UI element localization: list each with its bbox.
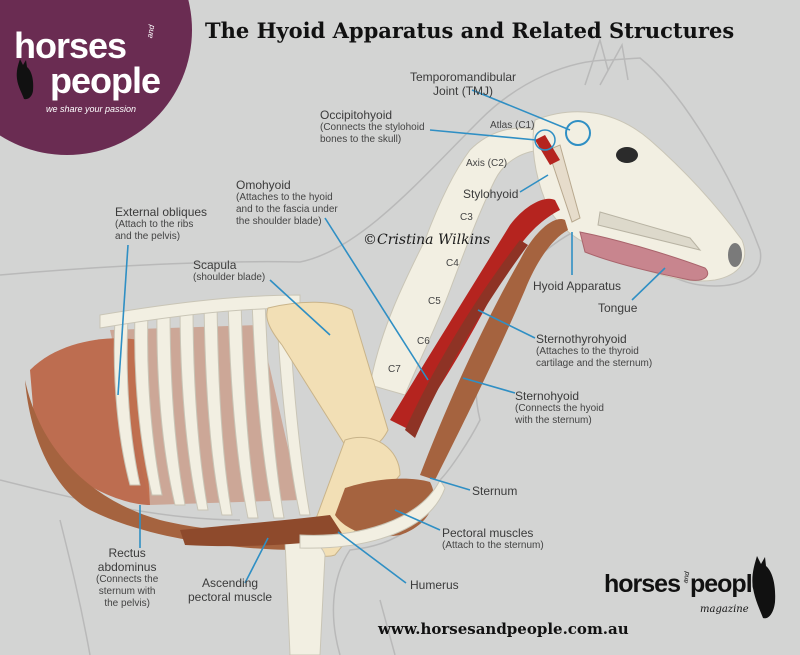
magazine-logo-word-horses: horses	[604, 570, 681, 598]
label-ascending-pectoral: Ascending pectoral muscle	[188, 576, 272, 604]
label-rectus-abdominus-sub3: the pelvis)	[104, 598, 150, 609]
label-external-obliques-sub2: and the pelvis)	[115, 231, 181, 242]
label-stylohyoid-title: Stylohyoid	[463, 187, 519, 201]
tmj-circle	[565, 120, 591, 146]
label-tmj-title: Temporomandibular	[410, 70, 517, 84]
label-axis-title: Axis (C2)	[466, 158, 508, 169]
label-rectus-abdominus: Rectus abdominus (Connects the sternum w…	[96, 546, 158, 610]
pointer-stylohyoid	[519, 174, 549, 193]
label-external-obliques-title: External obliques	[115, 205, 208, 219]
logo-word-people: people	[50, 60, 161, 101]
label-omohyoid-sub1: (Attaches to the hyoid	[236, 192, 333, 203]
label-omohyoid-title: Omohyoid	[236, 178, 291, 192]
label-sternum: Sternum	[472, 484, 517, 498]
label-hyoid-apparatus: Hyoid Apparatus	[533, 279, 621, 293]
sternum-bone	[299, 478, 446, 549]
illustrator-credit: ©Cristina Wilkins	[363, 232, 491, 248]
upper-teeth	[597, 211, 702, 251]
label-occipitohyoid: Occipitohyoid (Connects the stylohoid bo…	[320, 108, 425, 146]
label-hyoid-apparatus-title: Hyoid Apparatus	[533, 279, 622, 293]
vertebra-label-c6: C6	[417, 336, 430, 347]
pointer-sternum	[429, 477, 471, 491]
label-omohyoid-sub3: the shoulder blade)	[236, 216, 322, 227]
label-scapula-sub1: (shoulder blade)	[193, 272, 266, 283]
label-tmj: Temporomandibular Joint (TMJ)	[410, 70, 516, 98]
label-humerus-title: Humerus	[410, 578, 459, 592]
pointer-occipitohyoid	[429, 129, 537, 141]
magazine-logo-sub: magazine	[700, 604, 749, 615]
label-pectoral-muscles: Pectoral muscles (Attach to the sternum)	[442, 526, 544, 552]
label-scapula: Scapula (shoulder blade)	[193, 258, 265, 284]
ear-outline	[584, 37, 629, 86]
label-sternohyoid-sub2: with the sternum)	[515, 415, 592, 426]
label-sternum-title: Sternum	[472, 484, 518, 498]
website-link[interactable]: www.horsesandpeople.com.au	[378, 620, 629, 638]
label-tongue-title: Tongue	[598, 301, 638, 315]
omohyoid-muscle	[405, 240, 528, 438]
label-ascending-pectoral-title: Ascending	[202, 576, 259, 590]
label-external-obliques: External obliques (Attach to the ribs an…	[115, 205, 207, 243]
rectus-abdominus-muscle	[25, 380, 300, 550]
label-humerus: Humerus	[410, 578, 459, 592]
label-rectus-abdominus-sub2: sternum with	[98, 586, 156, 597]
label-rectus-abdominus-sub1: (Connects the	[96, 574, 159, 585]
horse-head-icon	[16, 59, 34, 100]
label-external-obliques-sub1: (Attach to the ribs	[115, 219, 194, 230]
pointer-ascending-pectoral	[244, 537, 269, 584]
label-sternohyoid: Sternohyoid (Connects the hyoid with the…	[515, 389, 604, 427]
label-axis: Axis (C2)	[466, 158, 507, 170]
label-pectoral-muscles-sub1: (Attach to the sternum)	[442, 540, 544, 551]
pointer-scapula	[269, 279, 331, 336]
hyoid-apparatus-bone	[547, 144, 581, 223]
label-rectus-abdominus-title: Rectus	[108, 546, 146, 560]
eye	[616, 147, 638, 163]
vertebra-label-c4: C4	[446, 258, 459, 269]
label-scapula-title: Scapula	[193, 258, 237, 272]
vertebra-label-c3: C3	[460, 212, 473, 223]
pointer-sternothyrohyoid	[477, 309, 536, 339]
pointer-tmj	[471, 89, 571, 131]
pointer-humerus	[337, 531, 407, 584]
label-stylohyoid: Stylohyoid	[463, 187, 518, 201]
label-occipitohyoid-title: Occipitohyoid	[320, 108, 393, 122]
pointer-external-obliques	[117, 244, 129, 396]
logo-tagline: we share your passion	[46, 104, 137, 114]
pointer-tongue	[631, 267, 666, 301]
label-occipitohyoid-sub2: bones to the skull)	[320, 134, 402, 145]
label-sternohyoid-title: Sternohyoid	[515, 389, 580, 403]
page-title: The Hyoid Apparatus and Related Structur…	[205, 18, 735, 43]
logo-word-and: and	[145, 24, 157, 39]
label-rectus-abdominus-title2: abdominus	[97, 560, 157, 574]
label-sternothyrohyoid-title: Sternothyrohyoid	[536, 332, 627, 346]
logo-word-horses: horses	[14, 25, 127, 66]
label-ascending-pectoral-title2: pectoral muscle	[188, 590, 273, 604]
tongue-organ	[579, 231, 709, 281]
pointer-omohyoid	[324, 217, 429, 381]
label-tongue: Tongue	[598, 301, 637, 315]
label-pectoral-muscles-title: Pectoral muscles	[442, 526, 534, 540]
vertebra-label-c5: C5	[428, 296, 441, 307]
pointer-pectoral	[394, 509, 441, 531]
label-omohyoid-sub2: and to the fascia under	[236, 204, 338, 215]
label-sternothyrohyoid-sub2: cartilage and the sternum)	[536, 358, 653, 369]
label-tmj-title2: Joint (TMJ)	[433, 84, 494, 98]
label-occipitohyoid-sub1: (Connects the stylohoid	[320, 122, 425, 133]
label-sternohyoid-sub1: (Connects the hyoid	[515, 403, 604, 414]
label-atlas-title: Atlas (C1)	[490, 120, 535, 131]
label-atlas: Atlas (C1)	[490, 120, 534, 132]
forearm-bone	[284, 537, 326, 655]
label-sternothyrohyoid: Sternothyrohyoid (Attaches to the thyroi…	[536, 332, 652, 370]
pointer-lines	[117, 89, 666, 584]
label-omohyoid: Omohyoid (Attaches to the hyoid and to t…	[236, 178, 338, 228]
pointer-sternohyoid	[462, 377, 516, 394]
label-sternothyrohyoid-sub1: (Attaches to the thyroid	[536, 346, 639, 357]
sternohyoid-muscle	[420, 219, 568, 480]
nostril	[728, 243, 742, 267]
horse-head-icon-bottom	[752, 556, 776, 619]
vertebra-label-c7: C7	[388, 364, 401, 375]
